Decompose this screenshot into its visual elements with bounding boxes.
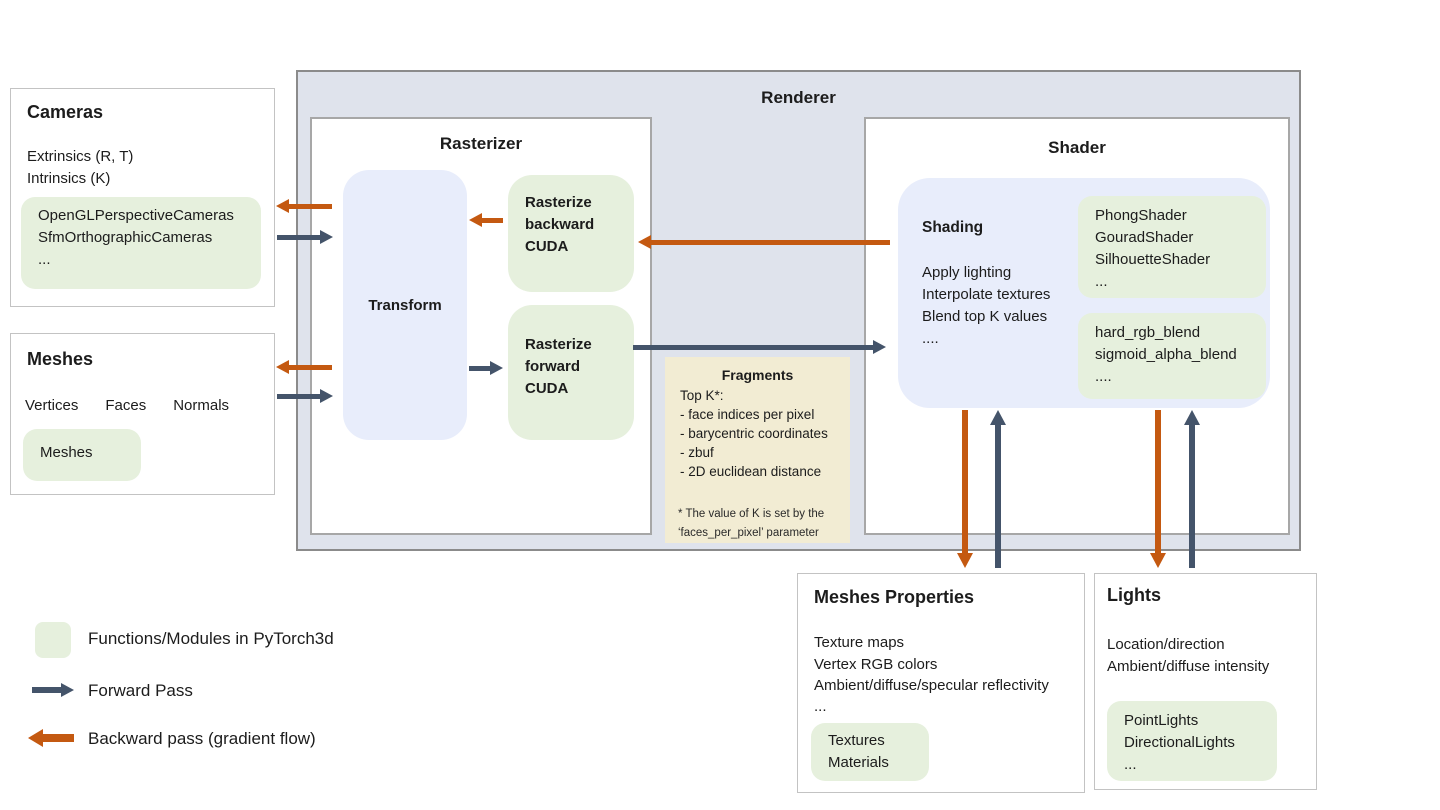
fragments-line: - zbuf [680,445,714,460]
renderer-title: Renderer [761,88,836,107]
meshes-property: Vertices [25,397,79,414]
blend-function: sigmoid_alpha_blend [1095,346,1237,363]
meshes-panel: Meshes Vertices Faces Normals Meshes [10,333,275,495]
backward-arrow-to-meshes-properties-icon [957,410,973,568]
shader-title: Shader [1048,138,1106,157]
forward-arrow-rasterizer-to-shader-icon [633,340,886,354]
shading-line: Interpolate textures [922,286,1051,303]
cameras-property: Intrinsics (K) [27,170,111,187]
camera-module: OpenGLPerspectiveCameras [38,207,234,224]
shader-classes-box: PhongShader GouradShader SilhouetteShade… [1078,196,1266,298]
meshes-properties-line: Ambient/diffuse/specular reflectivity [814,677,1049,694]
rasterizer-title: Rasterizer [439,134,523,153]
backward-arrow-to-transform-icon [469,213,503,227]
meshes-properties-panel: Meshes Properties Texture maps Vertex RG… [797,573,1085,793]
shading-line: Apply lighting [922,264,1012,281]
forward-arrow-from-meshes-icon [277,389,333,403]
rasterize-backward-line: CUDA [525,238,569,255]
camera-module: ... [38,251,51,268]
lights-panel: Lights Location/direction Ambient/diffus… [1094,573,1317,790]
module-green-swatch-icon [35,622,71,658]
cameras-title: Cameras [27,102,104,122]
meshes-modules-box: Meshes [23,429,141,481]
camera-module: SfmOrthographicCameras [38,229,213,246]
forward-pass-arrow-icon [32,683,74,697]
rasterize-forward-cuda-box: Rasterize forward CUDA [508,305,634,440]
backward-arrow-to-cameras-icon [276,199,332,213]
fragments-line: - barycentric coordinates [680,426,828,441]
fragments-footnote: ‘faces_per_pixel’ parameter [678,527,819,539]
meshes-properties-modules-box: Textures Materials [811,723,929,781]
blend-functions-box: hard_rgb_blend sigmoid_alpha_blend .... [1078,313,1266,399]
meshes-properties-line: Vertex RGB colors [814,656,938,673]
forward-arrow-to-rasterize-forward-icon [469,361,503,375]
meshes-property: Faces [105,397,147,414]
cameras-property: Extrinsics (R, T) [27,148,134,165]
fragments-title: Fragments [721,367,794,383]
fragments-line: - face indices per pixel [680,407,815,422]
legend-backward-label: Backward pass (gradient flow) [88,729,316,748]
fragments-line: - 2D euclidean distance [680,464,822,479]
meshes-module: Meshes [40,444,93,461]
backward-arrow-to-meshes-icon [276,360,332,374]
rasterize-backward-line: Rasterize [525,194,592,211]
shader-class: GouradShader [1095,229,1194,246]
cameras-modules-box: OpenGLPerspectiveCameras SfmOrthographic… [21,197,261,289]
meshes-title: Meshes [27,349,94,369]
shading-title: Shading [922,219,984,236]
rasterize-forward-line: forward [525,358,581,375]
forward-arrow-from-cameras-icon [277,230,333,244]
legend-forward-label: Forward Pass [88,681,193,700]
backward-pass-arrow-icon [28,729,74,747]
lights-line: Location/direction [1107,636,1225,653]
cameras-panel: Cameras Extrinsics (R, T) Intrinsics (K)… [10,88,275,307]
backward-arrow-shader-to-rasterizer-icon [638,235,890,249]
forward-arrow-from-lights-icon [1184,410,1200,568]
rasterize-backward-line: backward [525,216,595,233]
transform-box: Transform [343,170,467,440]
meshes-properties-module: Materials [828,754,889,771]
rasterize-backward-cuda-box: Rasterize backward CUDA [508,175,634,292]
meshes-properties-line: ... [814,698,827,715]
lights-module: PointLights [1124,712,1199,729]
backward-arrow-to-lights-icon [1150,410,1166,568]
lights-line: Ambient/diffuse intensity [1107,658,1270,675]
fragments-box: Fragments Top K*: - face indices per pix… [665,357,850,543]
rasterize-forward-line: CUDA [525,380,569,397]
meshes-properties-title: Meshes Properties [814,587,975,607]
lights-modules-box: PointLights DirectionalLights ... [1107,701,1277,781]
blend-function: .... [1095,368,1112,385]
shader-class: ... [1095,273,1108,290]
lights-module: DirectionalLights [1124,734,1235,751]
transform-label: Transform [368,296,442,314]
rasterize-forward-line: Rasterize [525,336,592,353]
lights-title: Lights [1107,585,1161,605]
forward-arrow-from-meshes-properties-icon [990,410,1006,568]
blend-function: hard_rgb_blend [1095,324,1201,341]
shading-line: .... [922,330,939,347]
meshes-properties-module: Textures [828,732,885,749]
shader-class: PhongShader [1095,207,1187,224]
shader-class: SilhouetteShader [1095,251,1211,268]
shading-line: Blend top K values [922,308,1048,325]
meshes-properties-line: Texture maps [814,634,905,651]
legend-modules-label: Functions/Modules in PyTorch3d [88,629,334,648]
meshes-property: Normals [173,397,230,414]
lights-module: ... [1124,756,1137,773]
fragments-line: Top K*: [680,388,724,403]
fragments-footnote: * The value of K is set by the [678,508,825,520]
